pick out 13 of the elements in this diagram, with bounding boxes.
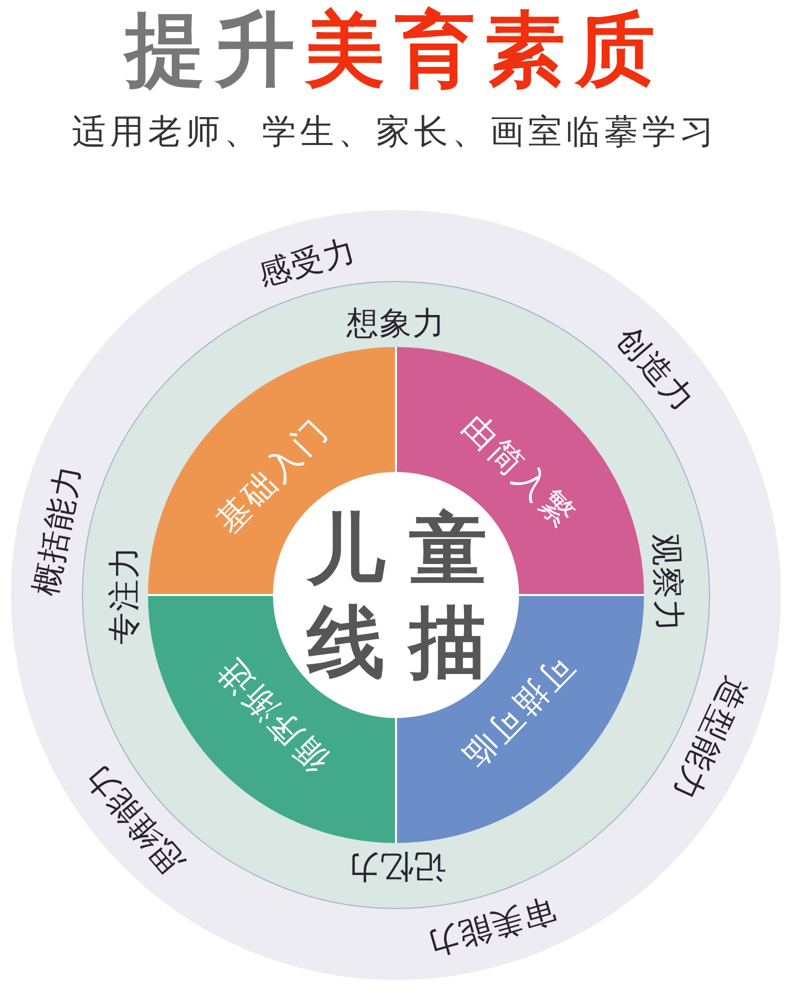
subtitle: 适用老师、学生、家长、画室临摹学习	[72, 112, 718, 152]
ring-label: 观察力	[650, 532, 686, 634]
ring-label: 思维能力	[78, 758, 189, 880]
outer-ring	[11, 210, 781, 980]
ring-label: 创造力	[612, 320, 701, 416]
ring-label: 记忆力	[346, 851, 446, 883]
ring-label: 专注力	[108, 546, 140, 644]
ring-label: 想象力	[346, 307, 446, 339]
ring-label: 感受力	[254, 233, 359, 290]
ring-label: 概括能力	[29, 462, 86, 598]
ring-label: 审美能力	[423, 893, 559, 960]
title: 提升美育素质	[125, 5, 665, 95]
ring-label: 造型能力	[668, 672, 752, 806]
